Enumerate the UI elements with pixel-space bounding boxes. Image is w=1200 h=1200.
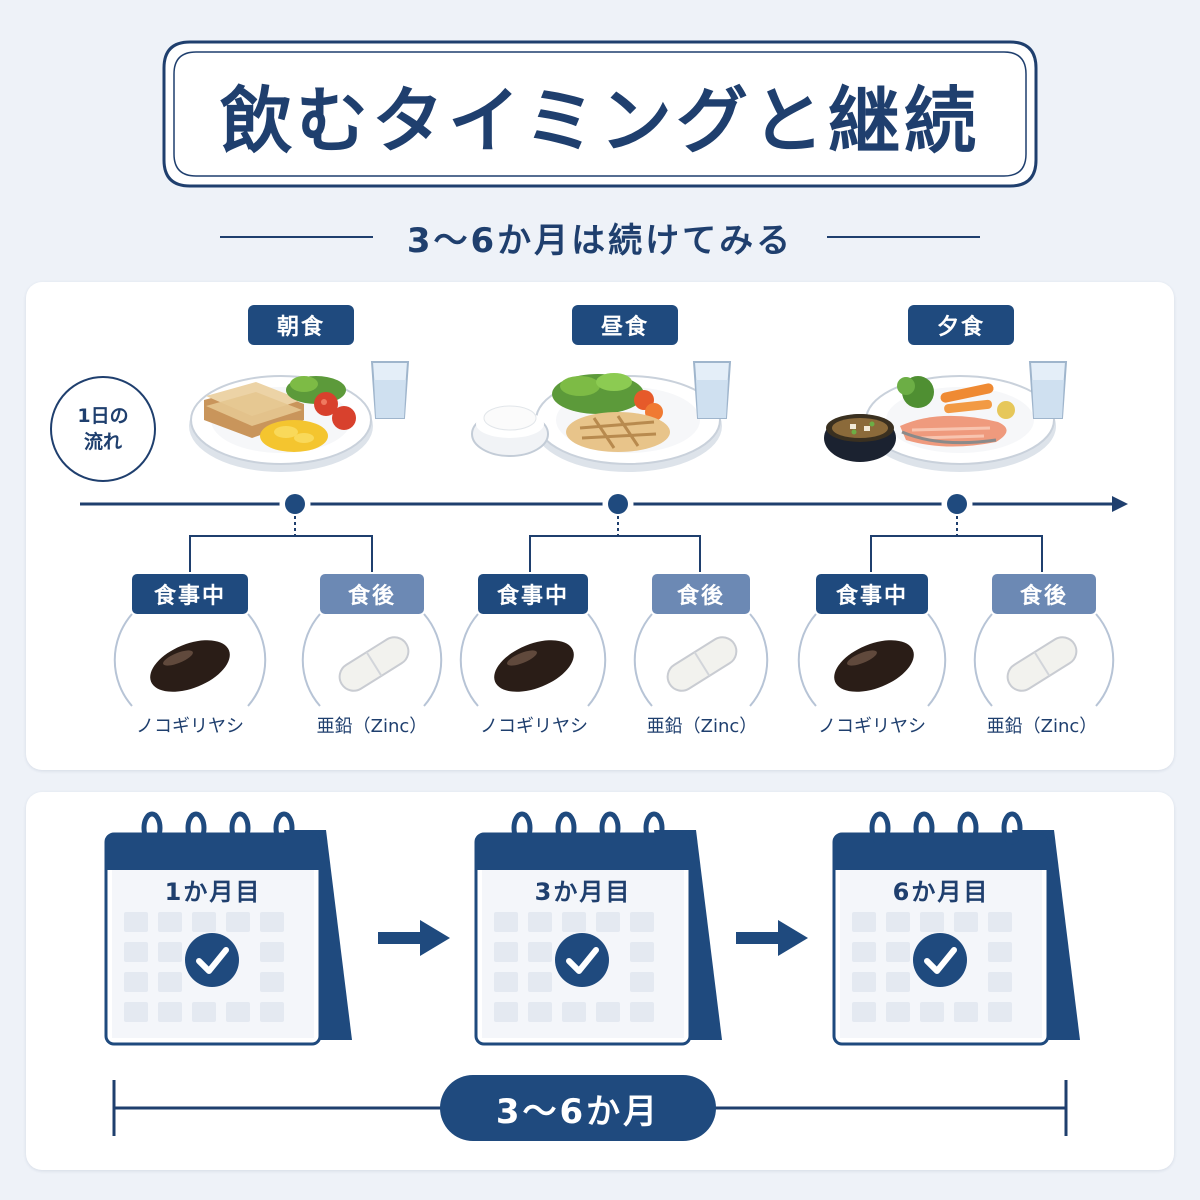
subtitle-row: 3〜6か月は続けてみる (220, 210, 981, 264)
timing-during-lunch: 食事中 (478, 574, 588, 614)
arrow-right-icon (736, 920, 808, 956)
title-frame (162, 40, 1038, 188)
check-icon (555, 933, 609, 987)
zinc-capsule-2 (666, 636, 738, 692)
calendar-month-1 (104, 811, 352, 1046)
dinner-plate-illustration (824, 361, 1068, 472)
duration-label: 3〜6か月 (440, 1075, 716, 1141)
check-icon (913, 933, 967, 987)
supplement-label-during-dinner: ノコギリヤシ (818, 716, 926, 737)
supplement-label-after-dinner: 亜鉛（Zinc） (986, 716, 1098, 737)
check-icon (185, 933, 239, 987)
timing-during-breakfast: 食事中 (132, 574, 248, 614)
meal-label-dinner: 夕食 (908, 305, 1014, 345)
subtitle: 3〜6か月は続けてみる (406, 220, 794, 261)
day-flow-badge: 1日の 流れ (50, 376, 156, 482)
supplement-pills (113, 613, 1115, 707)
saw-palmetto-softgel-1 (150, 640, 230, 692)
day-flow-badge-line2: 流れ (83, 431, 122, 453)
supplement-label-during-lunch: ノコギリヤシ (480, 716, 588, 737)
calendar-label-month-1: 1か月目 (164, 878, 262, 906)
supplement-label-after-lunch: 亜鉛（Zinc） (646, 716, 758, 737)
saw-palmetto-softgel-2 (494, 640, 574, 692)
lunch-plate-illustration (471, 361, 732, 472)
calendar-label-month-3: 3か月目 (534, 878, 632, 906)
meal-label-lunch: 昼食 (572, 305, 678, 345)
timing-after-breakfast: 食後 (320, 574, 424, 614)
timing-after-dinner: 食後 (992, 574, 1096, 614)
timing-after-lunch: 食後 (652, 574, 750, 614)
arrow-right-icon (378, 920, 450, 956)
saw-palmetto-softgel-3 (834, 640, 914, 692)
calendar-month-3 (474, 811, 722, 1046)
supplement-label-during-breakfast: ノコギリヤシ (136, 716, 244, 737)
timing-during-dinner: 食事中 (816, 574, 928, 614)
meal-label-breakfast: 朝食 (248, 305, 354, 345)
zinc-capsule-1 (338, 636, 410, 692)
supplement-label-after-breakfast: 亜鉛（Zinc） (316, 716, 428, 737)
page-title: 飲むタイミングと継続 (219, 78, 980, 163)
day-flow-badge-line1: 1日の (77, 405, 129, 427)
calendar-label-month-6: 6か月目 (892, 878, 990, 906)
calendar-month-6 (832, 811, 1080, 1046)
daily-timeline (80, 488, 1128, 572)
subtitle-rule-right (827, 236, 981, 238)
subtitle-rule-left (220, 236, 373, 238)
zinc-capsule-3 (1006, 636, 1078, 692)
breakfast-plate-illustration (189, 361, 410, 472)
